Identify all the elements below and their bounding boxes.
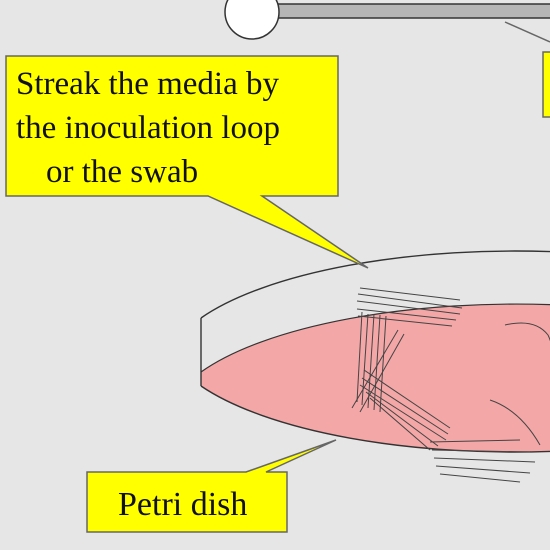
callout-streak-box [5, 55, 369, 269]
streak-line [356, 308, 457, 321]
streak-line [433, 457, 536, 463]
streak-line [431, 449, 531, 453]
streak-line [489, 399, 541, 446]
dish-bottom-edge [200, 385, 550, 453]
dish-rim [200, 250, 550, 319]
streak-line [379, 315, 387, 413]
callout-streak-line-1: Streak the media by [16, 66, 280, 102]
callout-streak-line-3: or the swab [46, 154, 199, 190]
streak-line [369, 397, 431, 451]
callout-petri-box [86, 439, 337, 533]
callout-streak-line-2: the inoculation loop [16, 110, 280, 146]
streak-line [359, 287, 461, 301]
callout-streak-label: Streak the media by the inoculation loop… [16, 68, 280, 200]
streak-line [365, 391, 439, 447]
agar-surface-edge [200, 303, 550, 373]
streak-line [367, 313, 375, 409]
petri-dish-label: Petri dish [118, 486, 248, 523]
streak-line [351, 329, 399, 409]
petri-dish [200, 250, 550, 483]
inoculation-loop [224, 0, 550, 40]
streak-line [363, 369, 451, 429]
streak-line [361, 377, 449, 435]
streak-line [439, 473, 521, 483]
streak-line [435, 465, 531, 474]
streak-line [504, 322, 550, 342]
streak-line [359, 384, 447, 441]
loop-ring [224, 0, 280, 40]
loop-handle-rod [275, 3, 550, 19]
streak-line [359, 333, 405, 413]
streak-marks [351, 287, 550, 483]
callout-right-box [542, 51, 550, 118]
streak-line [429, 439, 521, 443]
streak-line [356, 311, 363, 403]
callout-right-partial [504, 21, 550, 118]
streak-line [357, 293, 463, 309]
callout-right-pointer [504, 21, 550, 43]
streak-line [356, 300, 461, 315]
